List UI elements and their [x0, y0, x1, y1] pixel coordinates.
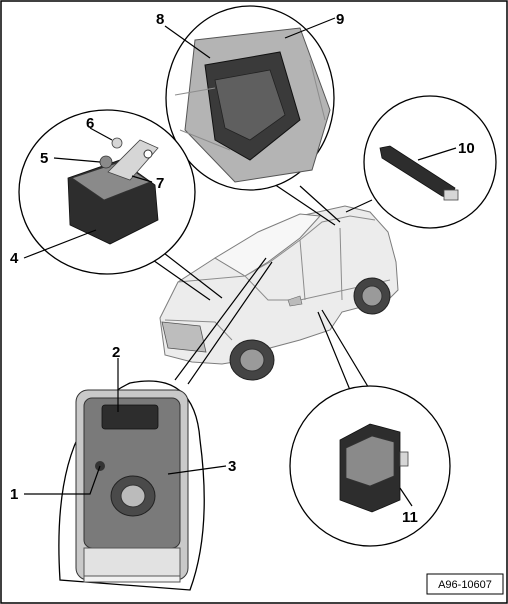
- callout-4: 4: [10, 250, 19, 267]
- callout-7: 7: [156, 175, 164, 192]
- callout-1: 1: [10, 486, 18, 503]
- callout-9: 9: [336, 11, 344, 28]
- callout-8: 8: [156, 11, 164, 28]
- callout-5: 5: [40, 150, 48, 167]
- callout-6: 6: [86, 115, 94, 132]
- detail-bubble-bottom-left: [58, 257, 273, 591]
- detail-bubble-bottom-right: [289, 309, 451, 547]
- callout-10: 10: [458, 140, 475, 157]
- detail-bubble-right: [345, 95, 497, 229]
- callout-2: 2: [112, 344, 120, 361]
- callout-11: 11: [402, 509, 418, 526]
- callout-leaders: [23, 17, 457, 507]
- detail-bubble-top: [165, 5, 341, 226]
- detail-bubble-left: [18, 109, 223, 301]
- callout-labels: 1 2 3 4 5 6 7 8 9 10 11: [10, 11, 475, 526]
- callout-3: 3: [228, 458, 236, 475]
- vehicle-illustration: [159, 205, 399, 381]
- figure-reference: A96-10607: [426, 573, 504, 595]
- figure-ref-label: A96-10607: [438, 579, 492, 591]
